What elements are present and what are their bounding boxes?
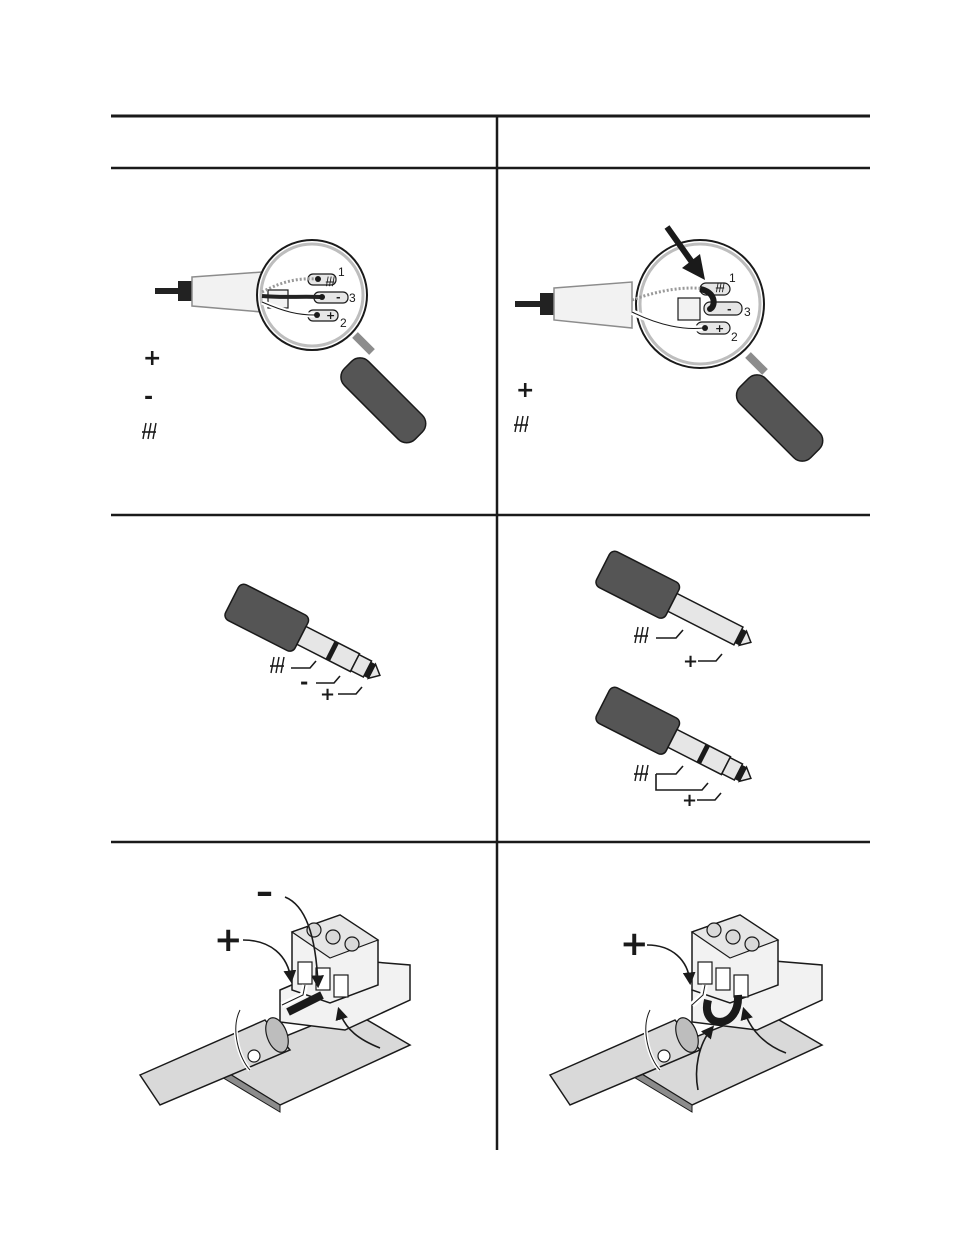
terminal-plus-label: + (214, 920, 243, 960)
pin2-plus-label: + (326, 309, 335, 322)
ring-minus-label: - (300, 670, 308, 694)
tip-plus-label: + (682, 790, 697, 811)
xlr-unbalanced-illustration: - + 1 3 2 + (514, 227, 828, 466)
pin2-number: 2 (731, 330, 738, 344)
pin3-number: 3 (349, 291, 356, 305)
terminal-block-icon (627, 915, 822, 1112)
ground-label-icon (634, 627, 648, 643)
pin1-number: 1 (729, 271, 736, 285)
pin2-plus-label: + (715, 322, 724, 335)
legend-plus: + (143, 346, 161, 371)
trs-plug-illustration: - + (223, 582, 389, 705)
xlr-balanced-illustration: - + 1 3 2 + - (142, 240, 431, 448)
pin3-number: 3 (744, 305, 751, 319)
trs-plug-icon (594, 685, 760, 796)
trs-unbalanced-illustration: + (594, 685, 760, 811)
tip-plus-label: + (320, 684, 335, 705)
terminal-minus-label: – (256, 872, 273, 912)
tip-plus-label: + (683, 651, 698, 672)
ground-label-icon (634, 765, 648, 781)
ground-label-icon (270, 657, 284, 673)
terminal-block-unbalanced-illustration: + (550, 915, 822, 1112)
pin1-number: 1 (338, 265, 345, 279)
pin3-minus-label: - (336, 291, 341, 304)
legend-ground-icon (142, 423, 156, 439)
legend-ground-icon (514, 416, 528, 432)
terminal-block-balanced-illustration: + – (140, 872, 410, 1112)
legend-plus: + (516, 378, 534, 403)
terminal-plus-label: + (620, 924, 649, 964)
legend-minus: - (144, 385, 153, 410)
ts-plug-icon (594, 549, 760, 660)
ts-plug-illustration: + (594, 549, 760, 672)
terminal-block-icon (215, 915, 410, 1112)
pin2-number: 2 (340, 316, 347, 330)
pin3-minus-label: - (727, 303, 732, 316)
